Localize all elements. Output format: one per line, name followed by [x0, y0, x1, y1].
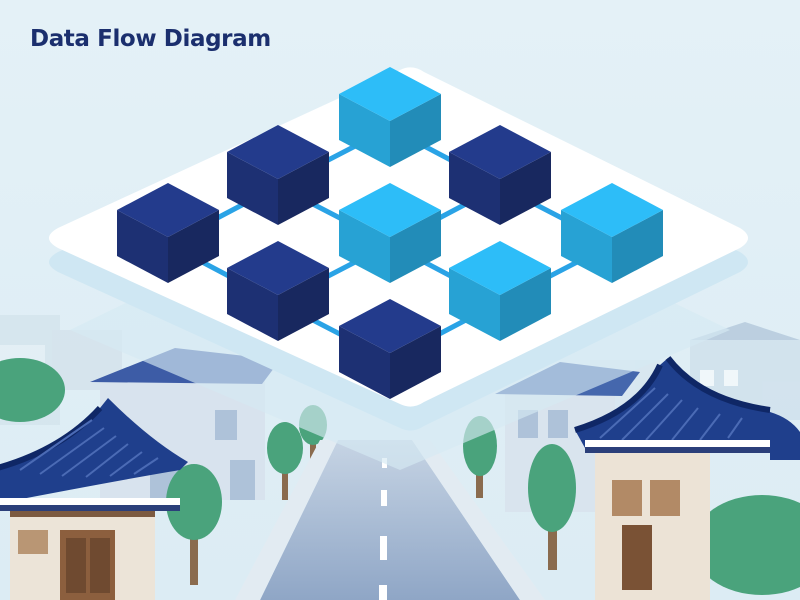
cube-right-face: [390, 326, 441, 399]
cube-top-face: [339, 67, 441, 121]
road: [235, 440, 545, 600]
cube-top-face: [339, 183, 441, 237]
page-title: Data Flow Diagram: [30, 26, 271, 52]
node-n-center: [339, 183, 441, 283]
node-n-right-upper: [449, 125, 551, 225]
node-n-left-upper: [227, 125, 329, 225]
cube-left-face: [339, 326, 390, 399]
node-n-far-right: [561, 183, 663, 283]
cube-right-face: [612, 210, 663, 283]
cube-top-face: [561, 183, 663, 237]
node-n-mid-left: [227, 241, 329, 341]
node-n-top: [339, 67, 441, 167]
hanok-house-left: [0, 398, 188, 600]
hanok-house-right: [574, 356, 800, 600]
cube-right-face: [278, 152, 329, 225]
cube-top-face: [449, 241, 551, 295]
cube-top-face: [227, 241, 329, 295]
cube-left-face: [449, 268, 500, 341]
cube-left-face: [339, 94, 390, 167]
cube-left-face: [339, 210, 390, 283]
cube-right-face: [168, 210, 219, 283]
cube-right-face: [390, 94, 441, 167]
cube-top-face: [449, 125, 551, 179]
cube-left-face: [227, 152, 278, 225]
cube-right-face: [500, 152, 551, 225]
cube-top-face: [227, 125, 329, 179]
node-n-mid-right: [449, 241, 551, 341]
cube-left-face: [117, 210, 168, 283]
node-n-far-left: [117, 183, 219, 283]
cube-left-face: [561, 210, 612, 283]
node-n-bottom: [339, 299, 441, 399]
diagram-nodes: [117, 67, 663, 399]
cube-left-face: [449, 152, 500, 225]
cube-top-face: [339, 299, 441, 353]
cube-left-face: [227, 268, 278, 341]
cube-top-face: [117, 183, 219, 237]
cube-right-face: [390, 210, 441, 283]
cube-right-face: [278, 268, 329, 341]
cube-right-face: [500, 268, 551, 341]
